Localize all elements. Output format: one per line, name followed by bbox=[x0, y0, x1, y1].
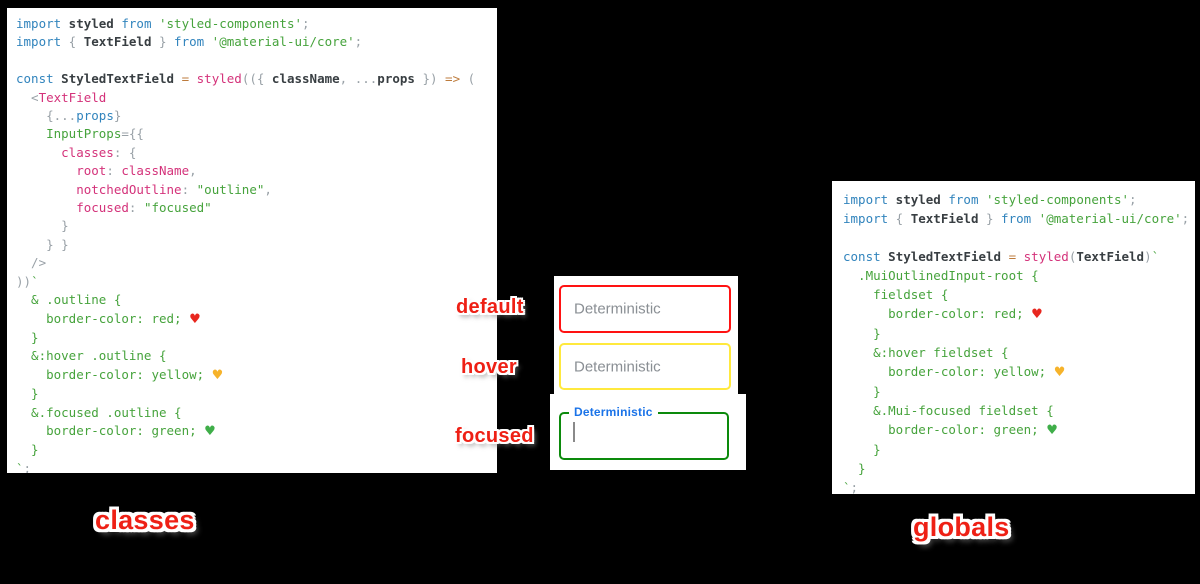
code-line: } bbox=[843, 384, 881, 399]
code-line: import styled from 'styled-components'; bbox=[16, 16, 310, 31]
textfield-hover[interactable]: Deterministic bbox=[559, 343, 731, 390]
state-label-default: default bbox=[456, 296, 524, 318]
caption-classes: classes bbox=[95, 505, 195, 535]
code-line: border-color: green; ♥ bbox=[16, 422, 216, 439]
textfield-default-placeholder: Deterministic bbox=[574, 300, 661, 318]
textfield-focused-label: Deterministic bbox=[569, 405, 658, 419]
code-line: border-color: yellow; ♥ bbox=[16, 366, 224, 383]
code-line: import styled from 'styled-components'; bbox=[843, 192, 1137, 207]
code-line: .MuiOutlinedInput-root { bbox=[843, 268, 1039, 283]
state-label-focused: focused bbox=[455, 425, 534, 447]
code-line: root: className, bbox=[16, 163, 197, 179]
code-line: `; bbox=[843, 480, 859, 494]
code-line: & .outline { bbox=[16, 292, 122, 308]
textfield-default[interactable]: Deterministic bbox=[559, 285, 731, 333]
code-line: &.Mui-focused fieldset { bbox=[843, 403, 1054, 418]
text-cursor-icon bbox=[573, 422, 575, 442]
code-line: &:hover fieldset { bbox=[843, 345, 1009, 360]
code-line: } bbox=[16, 442, 39, 458]
state-label-hover: hover bbox=[461, 356, 517, 378]
code-line: const StyledTextField = styled(({ classN… bbox=[16, 71, 476, 87]
code-line: } bbox=[843, 442, 881, 457]
code-line: classes: { bbox=[16, 144, 137, 160]
code-line: } bbox=[16, 218, 69, 234]
code-line: } bbox=[843, 326, 881, 341]
code-line: border-color: yellow; ♥ bbox=[843, 364, 1066, 380]
code-line: import { TextField } from '@material-ui/… bbox=[843, 211, 1190, 226]
code-line: {...props} bbox=[16, 108, 122, 124]
code-line: border-color: red; ♥ bbox=[16, 310, 201, 327]
code-line: `; bbox=[16, 460, 32, 473]
code-line bbox=[16, 52, 497, 70]
code-line: notchedOutline: "outline", bbox=[16, 181, 272, 197]
code-line: <TextField bbox=[16, 89, 107, 105]
code-line: border-color: red; ♥ bbox=[843, 306, 1043, 322]
textfield-focused[interactable]: Deterministic bbox=[559, 405, 729, 460]
code-line bbox=[843, 228, 1195, 247]
code-line: const StyledTextField = styled(TextField… bbox=[843, 249, 1160, 264]
code-line: border-color: green; ♥ bbox=[843, 422, 1058, 438]
classes-code-panel: import styled from 'styled-components'; i… bbox=[7, 8, 497, 473]
code-line: InputProps={{ bbox=[16, 126, 144, 142]
code-line: fieldset { bbox=[843, 287, 949, 302]
code-line: } bbox=[16, 329, 39, 345]
code-line: /> bbox=[16, 255, 47, 271]
code-line: focused: "focused" bbox=[16, 200, 212, 216]
code-line: import { TextField } from '@material-ui/… bbox=[16, 34, 363, 50]
code-line: } } bbox=[16, 236, 69, 252]
caption-globals: globals bbox=[913, 512, 1010, 542]
globals-code-panel: import styled from 'styled-components'; i… bbox=[832, 181, 1195, 494]
code-line: } bbox=[16, 386, 39, 402]
code-line: } bbox=[843, 461, 866, 476]
textfield-hover-placeholder: Deterministic bbox=[574, 358, 661, 375]
code-line: &:hover .outline { bbox=[16, 348, 167, 364]
code-line: &.focused .outline { bbox=[16, 404, 182, 420]
code-line: ))` bbox=[16, 273, 39, 289]
